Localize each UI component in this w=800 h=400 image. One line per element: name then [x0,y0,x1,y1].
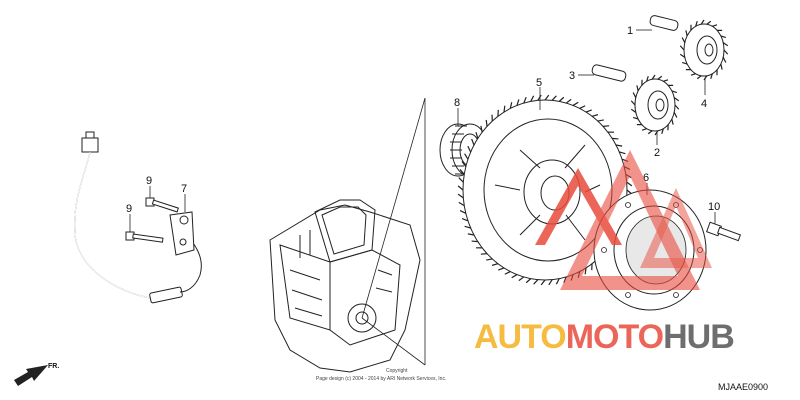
bolt-10 [706,221,742,242]
copyright-line-1: Copyright [386,368,408,374]
sensor-bracket-7 [169,211,195,256]
watermark-text-moto: MOTO [566,318,664,356]
watermark-logo: AUTOMOTOHUB [474,150,735,356]
callout-8: 8 [454,97,460,109]
copyright-line-2: Page design (c) 2004 - 2014 by ARI Netwo… [316,376,446,382]
starter-driven-gear-5 [457,94,633,286]
callout-1: 1 [627,25,633,37]
callout-7: 7 [181,183,187,195]
callout-10: 10 [708,201,720,213]
leader-engine-upper [361,97,426,319]
shaft-1 [649,15,679,31]
harness-wire [74,151,179,299]
front-arrow-label: FR. [48,363,59,370]
watermark-text-hub: HUB [663,318,734,356]
callout-4: 4 [701,98,707,110]
shaft-3 [591,64,627,82]
callout-3: 3 [569,70,575,82]
bolt-9-upper [145,197,179,213]
watermark-text-auto: AUTO [474,318,566,356]
diagram-code: MJAAE0900 [718,382,768,392]
sensor-harness [74,131,202,304]
sensor-plug [149,286,183,304]
harness-connector [81,137,99,153]
reduction-gear-4 [679,19,729,81]
svg-text:AUTOMOTOHUB: AUTOMOTOHUB [474,318,734,356]
bolt-9-lower [125,231,164,243]
connector-tab [85,131,95,139]
front-direction-arrow: FR. [14,363,59,386]
callout-2: 2 [654,147,660,159]
engine-block [269,199,421,373]
leader-engine-lower [361,317,426,366]
watermark-triangle-icon [535,168,622,245]
callout-5: 5 [536,77,542,89]
callout-9-upper: 9 [146,175,152,187]
idle-gear-2 [630,74,680,136]
callout-9-lower: 9 [126,203,132,215]
callout-6: 6 [643,172,649,184]
